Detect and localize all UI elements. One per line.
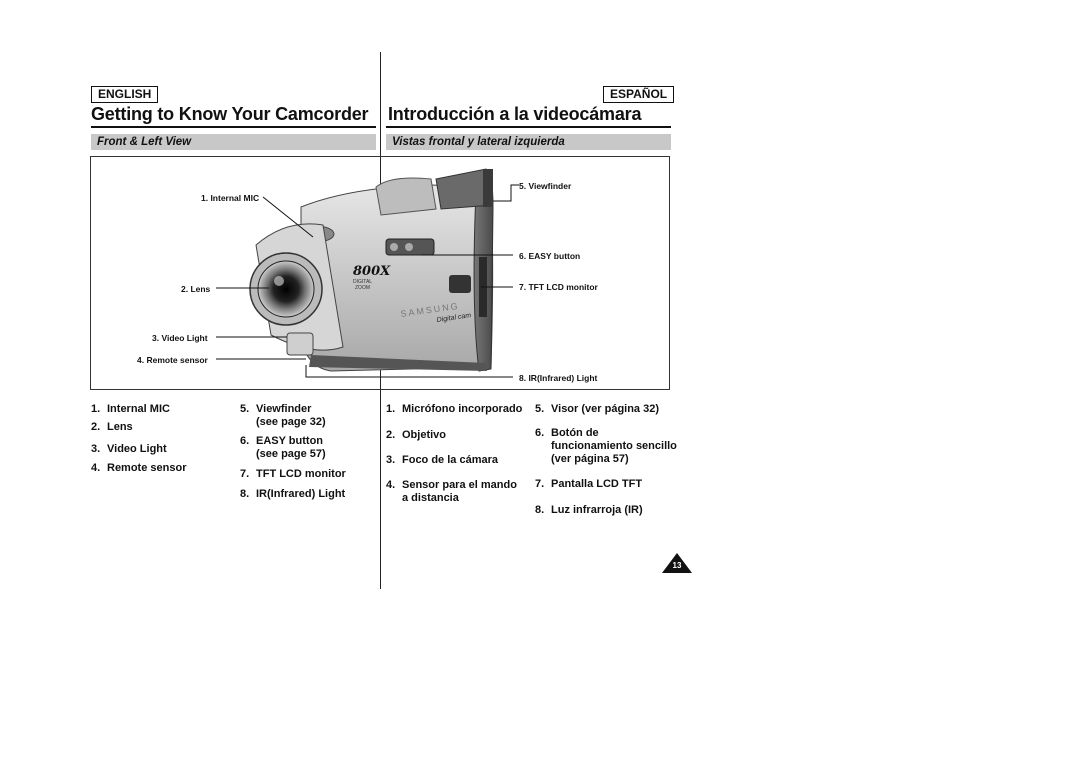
section-heading-spanish: Vistas frontal y lateral izquierda bbox=[386, 134, 671, 150]
callout-ir-light: 8. IR(Infrared) Light bbox=[519, 373, 598, 383]
zoom-label: 800X bbox=[353, 264, 391, 279]
list-item: 3.Video Light bbox=[91, 443, 167, 455]
list-item: 1.Internal MIC bbox=[91, 403, 170, 415]
zoom-sub-1: DIGITAL bbox=[353, 279, 372, 285]
title-rule-spanish bbox=[386, 126, 671, 128]
list-item: 5.Visor (ver página 32) bbox=[535, 403, 660, 415]
page-number-triangle-icon bbox=[662, 553, 692, 573]
logo-4x-panel bbox=[449, 275, 471, 293]
list-item: 3.Foco de la cámara bbox=[386, 454, 498, 466]
list-item: 6.EASY button(see page 57) bbox=[240, 435, 326, 460]
list-item: 2.Objetivo bbox=[386, 429, 447, 441]
title-rule-english bbox=[91, 126, 376, 128]
language-badge-spanish: ESPAÑOL bbox=[603, 86, 675, 103]
page-number-label: 13 bbox=[672, 561, 682, 570]
list-item: 8.Luz infrarroja (IR) bbox=[535, 504, 643, 516]
model-logo: Digital cam bbox=[436, 312, 471, 324]
list-item: 7.TFT LCD monitor bbox=[240, 468, 346, 480]
callout-video-light: 3. Video Light bbox=[152, 333, 208, 343]
list-item: 2.Lens bbox=[91, 421, 133, 433]
top-handle bbox=[375, 177, 437, 216]
list-item: 1.Micrófono incorporado bbox=[386, 403, 523, 415]
camcorder-figure: 800X DIGITAL ZOOM SAMSUNG Digital cam 1.… bbox=[90, 156, 670, 390]
video-light-window bbox=[286, 332, 314, 356]
list-item: 8.IR(Infrared) Light bbox=[240, 488, 346, 500]
callout-remote-sensor: 4. Remote sensor bbox=[137, 355, 208, 365]
callout-tft-lcd: 7. TFT LCD monitor bbox=[519, 282, 598, 292]
page-title-english: Getting to Know Your Camcorder bbox=[91, 104, 369, 124]
section-heading-english: Front & Left View bbox=[91, 134, 376, 150]
leader-line-8 bbox=[305, 365, 513, 378]
page-number: 13 bbox=[662, 553, 692, 573]
lens-highlight bbox=[274, 276, 284, 286]
lens-glass bbox=[257, 260, 315, 318]
leader-line-1 bbox=[262, 196, 314, 238]
ir-light-base bbox=[309, 355, 487, 371]
list-item: 4.Remote sensor bbox=[91, 462, 187, 474]
callout-internal-mic: 1. Internal MIC bbox=[201, 193, 260, 203]
callout-lens: 2. Lens bbox=[181, 284, 211, 294]
viewfinder-eyecup bbox=[483, 169, 493, 207]
list-item: 5.Viewfinder(see page 32) bbox=[240, 403, 326, 428]
callout-viewfinder: 5. Viewfinder bbox=[519, 181, 572, 191]
callout-easy-button: 6. EASY button bbox=[519, 251, 581, 261]
page-title-spanish: Introducción a la videocámara bbox=[388, 104, 642, 124]
list-item: 7.Pantalla LCD TFT bbox=[535, 478, 643, 490]
zoom-sub-2: ZOOM bbox=[355, 285, 370, 291]
leader-line-5 bbox=[493, 184, 519, 202]
language-badge-english: ENGLISH bbox=[91, 86, 159, 103]
camcorder-illustration: 800X DIGITAL ZOOM SAMSUNG Digital cam bbox=[216, 168, 519, 378]
